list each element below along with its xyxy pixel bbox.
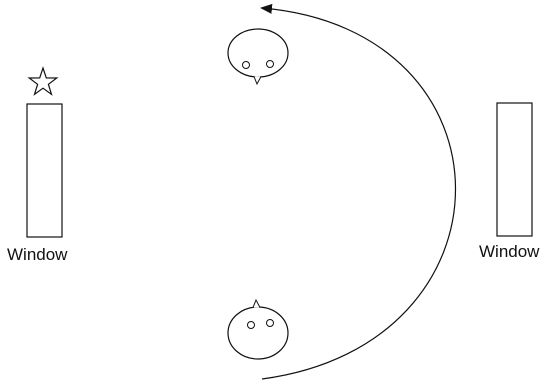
arrow-arc-icon: [262, 8, 456, 379]
right-window: [497, 103, 532, 236]
top-bird-head: [228, 29, 288, 77]
bottom-bird-figure: [228, 300, 288, 359]
top-bird-right-eye: [267, 61, 274, 68]
top-bird-beak: [254, 77, 261, 85]
star-icon: [29, 68, 57, 94]
top-bird-figure: [228, 29, 288, 84]
left-window-label: Window: [7, 246, 67, 263]
bottom-bird-left-eye: [248, 322, 255, 329]
bottom-bird-beak: [253, 300, 260, 308]
bottom-bird-right-eye: [267, 320, 274, 327]
right-window-label: Window: [479, 243, 539, 260]
top-bird-left-eye: [243, 62, 250, 69]
left-window: [27, 104, 62, 237]
bottom-bird-head: [228, 307, 288, 359]
